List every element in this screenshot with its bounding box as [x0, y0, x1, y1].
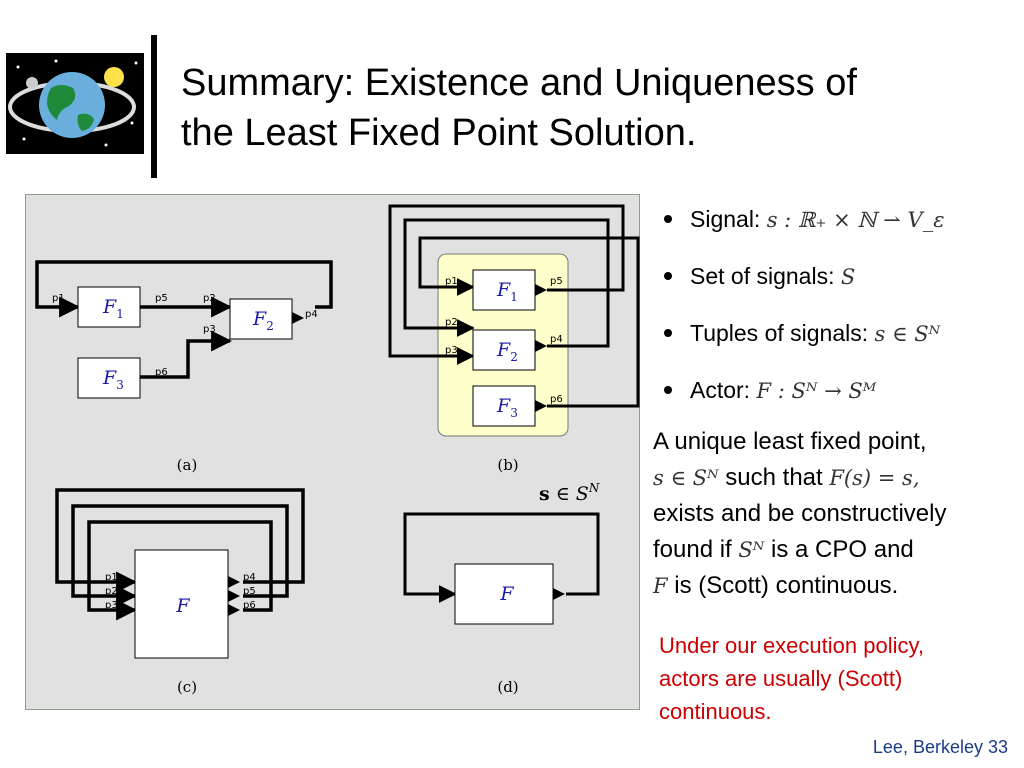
bullet-list: Signal: s : ℝ₊ × ℕ ⇀ V_ε Set of signals:… [660, 200, 1020, 428]
bullet-dot-icon [664, 386, 672, 394]
port-label: p2 [105, 586, 118, 597]
port-label: p1 [52, 293, 65, 304]
slide-title: Summary: Existence and Uniqueness of the… [181, 58, 981, 158]
port-label: p2 [203, 293, 216, 304]
actor-label: F3 [102, 367, 124, 392]
fixed-point-paragraph: A unique least fixed point, s ∈ Sᴺ such … [653, 428, 947, 599]
diagram-c: p1 p2 p3 p4 p5 p6 F (c) [55, 488, 305, 696]
port-label: p4 [305, 309, 318, 320]
bullet-signal: Signal: s : ℝ₊ × ℕ ⇀ V_ε [660, 200, 1020, 257]
caption-c: (c) [177, 678, 197, 696]
port-label: p1 [445, 276, 458, 287]
bullet-dot-icon [664, 215, 672, 223]
bullet-dot-icon [664, 272, 672, 280]
port-label: p5 [243, 586, 256, 597]
port-label: p3 [105, 600, 118, 611]
caption-d: (d) [497, 678, 518, 696]
caption-a: (a) [177, 456, 198, 474]
caption-b: (b) [497, 456, 518, 474]
actor-network-figure: p1 p5 p2 p4 p3 p6 F1 F2 F3 (a) p1 p2 p3 … [25, 194, 640, 710]
bullet-actor: Actor: F : Sᴺ → Sᴹ [660, 371, 1020, 428]
actor-label: F1 [102, 296, 124, 321]
title-divider [151, 35, 157, 178]
port-label: p2 [445, 317, 458, 328]
port-label: p3 [445, 345, 458, 356]
actor-label: F2 [252, 308, 274, 333]
formula-s-in-sn: s∈SN [539, 481, 600, 505]
bullet-tuples: Tuples of signals: s ∈ Sᴺ [660, 314, 1020, 371]
actor-label: F2 [496, 339, 518, 364]
actor-label: F [175, 595, 190, 617]
actor-label: F [499, 583, 514, 605]
port-label: p6 [155, 367, 168, 378]
port-label: p3 [203, 324, 216, 335]
slide-footer: Lee, Berkeley 33 [872, 737, 1008, 757]
diagram-b: p1 p2 p3 p5 p4 p6 F1 F2 F3 (b) [388, 204, 640, 474]
port-label: p1 [105, 572, 118, 583]
bullet-set-of-signals: Set of signals: S [660, 257, 1020, 314]
execution-policy-note: Under our execution policy, actors are u… [659, 633, 924, 724]
globe-logo-icon [6, 53, 144, 154]
port-label: p6 [243, 600, 256, 611]
math-expr: F : Sᴺ → Sᴹ [756, 379, 877, 403]
port-label: p6 [550, 394, 563, 405]
port-label: p4 [243, 572, 256, 583]
math-expr: S [840, 265, 856, 289]
bullet-dot-icon [664, 329, 672, 337]
port-label: p4 [550, 334, 563, 345]
actor-label: F1 [496, 279, 518, 304]
math-expr: s ∈ Sᴺ [874, 322, 941, 346]
port-label: p5 [550, 276, 563, 287]
title-line-1: Summary: Existence and Uniqueness of [181, 62, 857, 104]
title-line-2: the Least Fixed Point Solution. [181, 112, 697, 154]
math-expr: s : ℝ₊ × ℕ ⇀ V_ε [766, 208, 945, 232]
actor-label: F3 [496, 395, 518, 420]
port-label: p5 [155, 293, 168, 304]
diagram-d: s∈SN F (d) [403, 481, 600, 696]
diagram-a: p1 p5 p2 p4 p3 p6 F1 F2 F3 (a) [35, 260, 333, 474]
